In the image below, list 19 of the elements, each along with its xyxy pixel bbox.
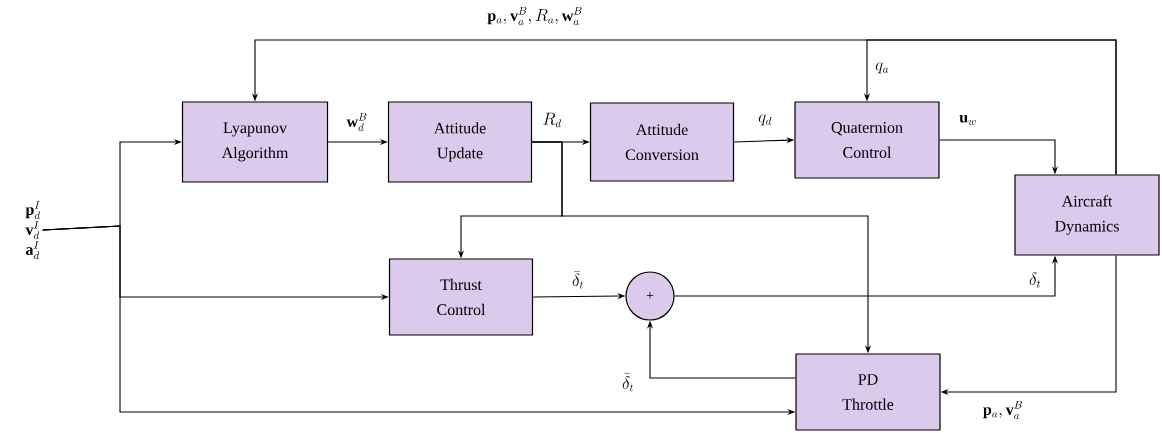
edge-label: $R_d$ (543, 112, 561, 128)
edge-label: $\bar{\delta}_t$ (572, 271, 584, 289)
edge-label: $\mathbf{w}_d^B$ (346, 113, 367, 132)
edge-label: $\tilde{\delta}_t$ (622, 372, 634, 392)
process-box: Lyapunov Algorithm (181, 101, 329, 183)
edge-label: $\delta_t$ (1029, 272, 1041, 288)
process-box: Quaternion Control (794, 101, 940, 179)
process-box: Attitude Conversion (589, 102, 735, 182)
process-box: Attitude Update (387, 101, 533, 183)
edge-label: $q_d$ (758, 114, 772, 126)
edge-label: $\mathbf{p}_a, \mathbf{v}_a^B$ (983, 400, 1022, 420)
process-box: Aircraft Dynamics (1014, 174, 1160, 256)
summing-junction: + (625, 271, 675, 321)
input-signals: $\mathbf{p}_d^I$ $\mathbf{v}_d^I$ $\mathbf{a}_d^I$ (25, 201, 40, 260)
edge-label: $q_a$ (875, 62, 889, 74)
edge-label: $\mathbf{p}_a, \mathbf{v}_a^B, R_a, \mathbf{w}_a^B$ (487, 7, 582, 26)
process-box: PD Throttle (795, 353, 941, 431)
edge-label: $\mathbf{u}_w$ (959, 115, 976, 126)
process-box: Thrust Control (388, 258, 534, 336)
